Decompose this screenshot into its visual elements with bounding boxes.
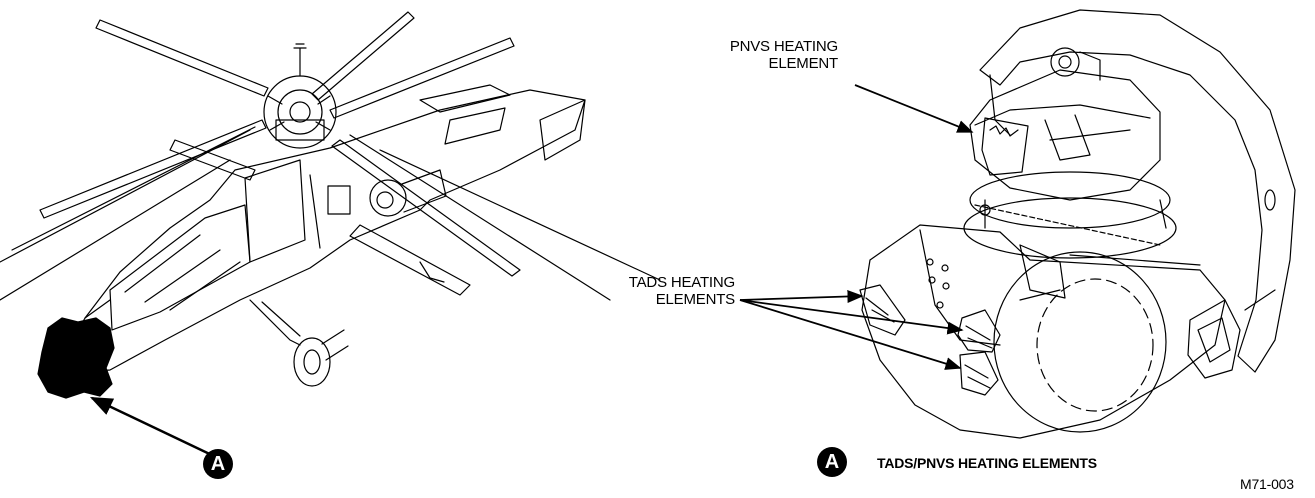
nose-sensor-turret [37,317,115,399]
pnvs-heating-element-label: PNVS HEATING ELEMENT [718,38,838,72]
stub-wing [169,139,471,296]
callout-a-leader-arrow [89,396,219,460]
tads-leader-arrow-2 [739,299,964,335]
pnvs-element-notch [989,125,1019,137]
pnvs-leader-arrow [854,84,974,133]
tads-heating-element-windows [859,284,1001,396]
pnvs-label-line-2: ELEMENT [768,55,839,72]
pnvs-sensor-head [969,47,1161,201]
rotor-hub [263,43,337,149]
figure-number: M71-003 [1240,476,1294,492]
engine-nacelle [369,169,447,217]
tads-leader-arrow-3 [739,299,962,370]
tads-leader-arrow-1 [739,290,864,303]
tads-label-line-2: ELEMENTS [655,291,735,308]
tads-heating-elements-label: TADS HEATING ELEMENTS [600,274,735,308]
landing-gear [249,299,349,387]
detail-a-badge: A [817,447,847,477]
rotor-blades [0,11,661,301]
turret-ring [963,171,1177,259]
pnvs-label-line-1: PNVS HEATING [729,38,838,55]
tads-drum [993,251,1167,433]
tads-label-line-1: TADS HEATING [628,274,735,291]
detail-caption: TADS/PNVS HEATING ELEMENTS [877,455,1097,471]
tads-pnvs-detail-illustration [859,9,1296,439]
callout-a-badge: A [203,449,233,479]
pnvs-heating-element-window [981,117,1029,176]
tads-side-lens [1187,299,1241,379]
helicopter-illustration [0,11,661,399]
